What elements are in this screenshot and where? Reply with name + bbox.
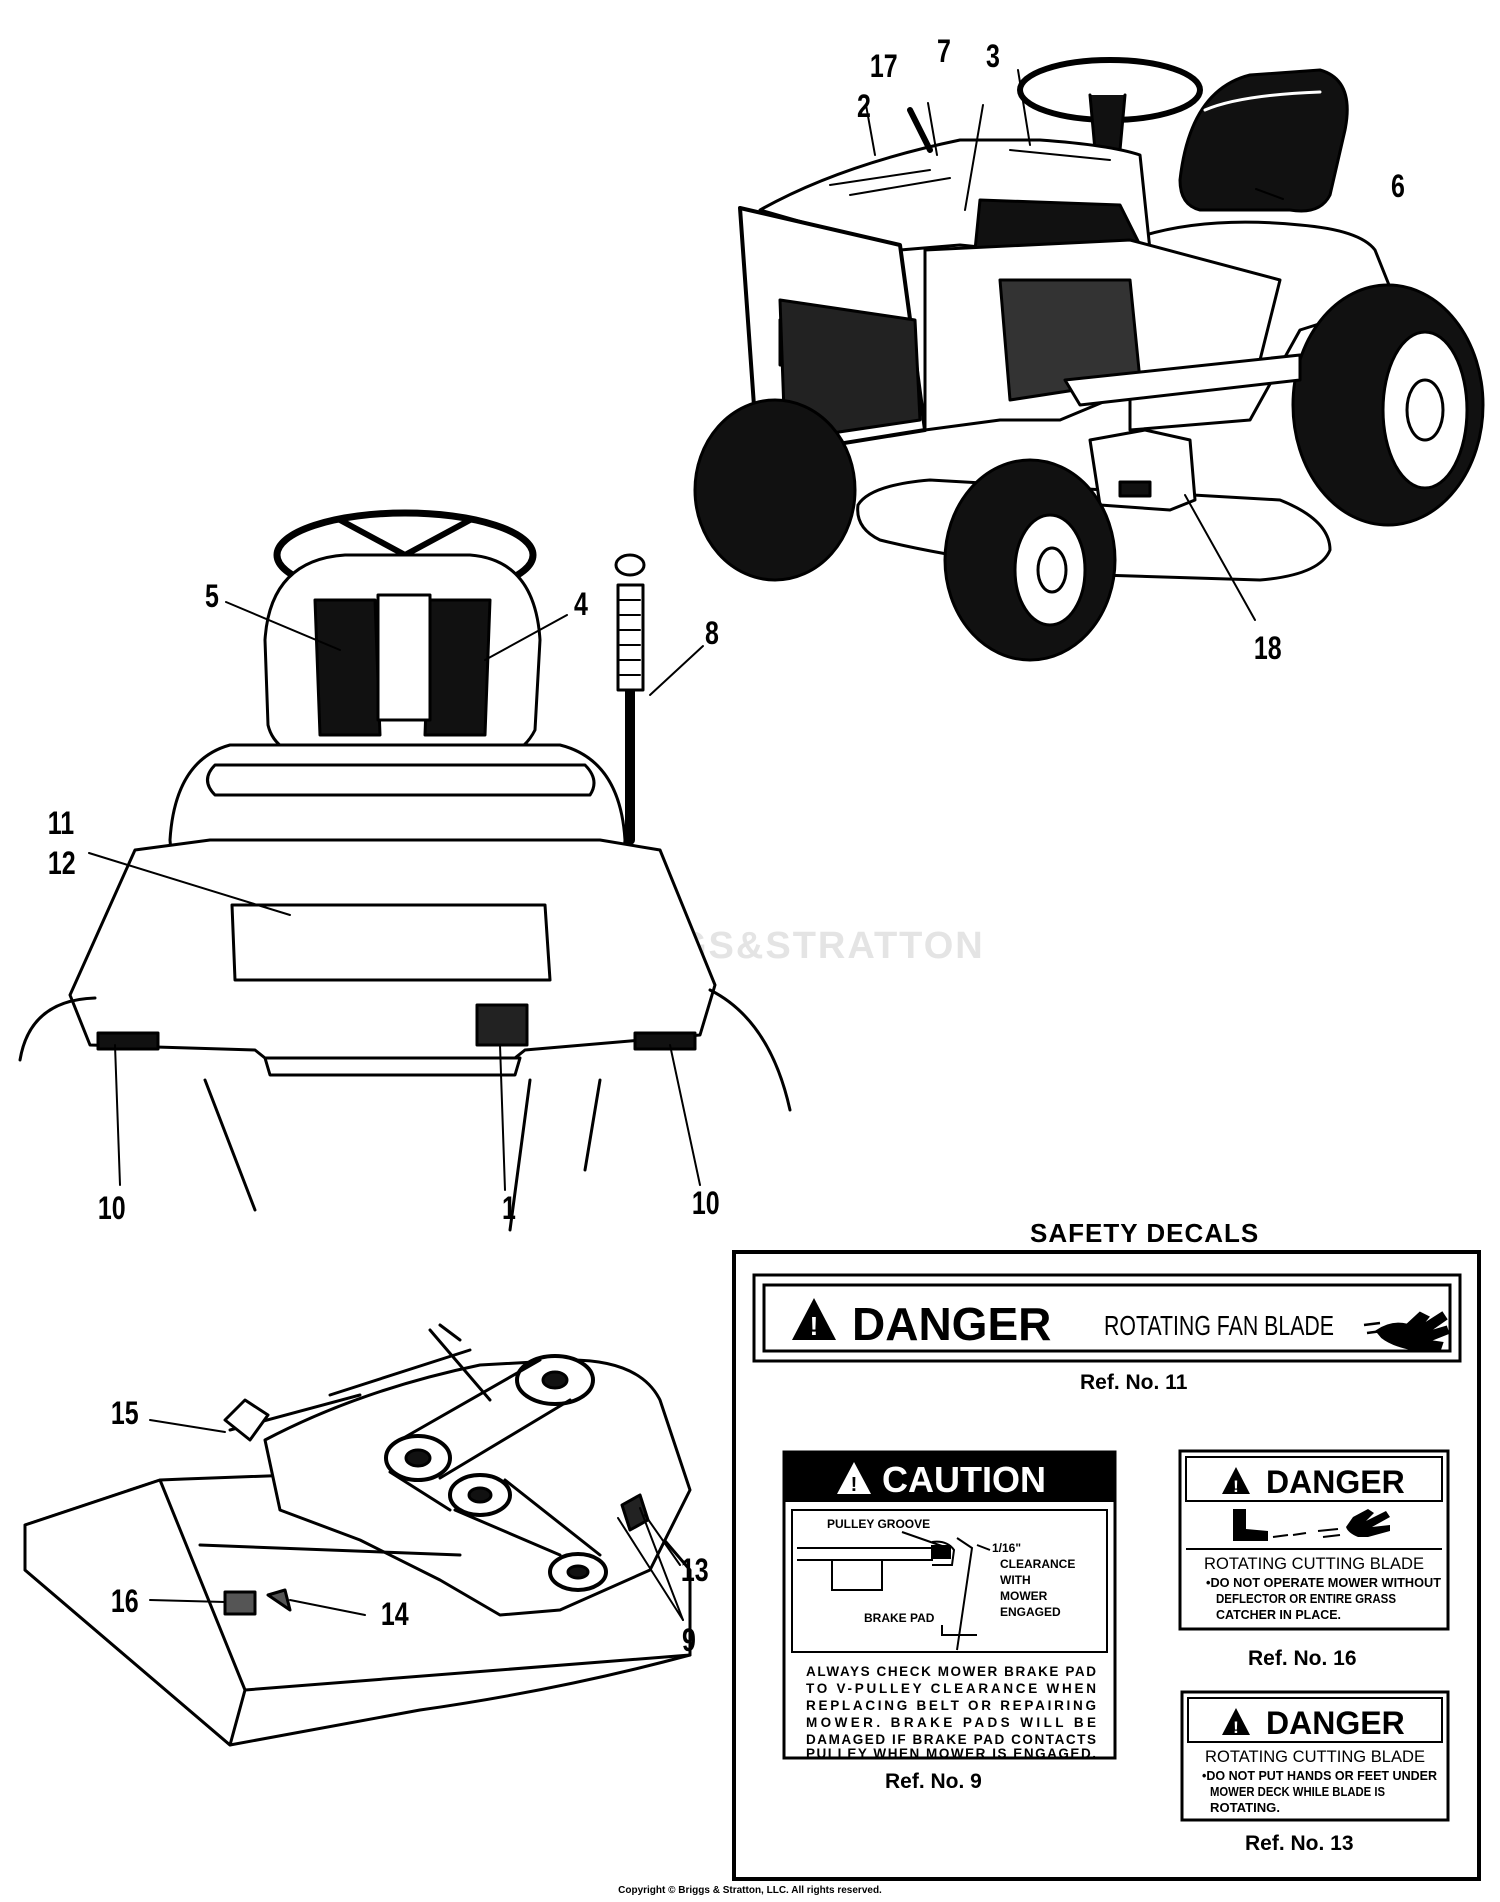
decal-9-label-clearance-5: ENGAGED (1000, 1605, 1061, 1619)
decal-9-label-groove: PULLEY GROOVE (827, 1517, 930, 1531)
callout-15: 15 (110, 1395, 139, 1431)
decal-9-signal-word: CAUTION (882, 1459, 1046, 1500)
copyright-notice: Copyright © Briggs & Stratton, LLC. All … (618, 1885, 882, 1896)
decal-9-text-6: PULLEY WHEN MOWER IS ENGAGED. (806, 1746, 1096, 1760)
decal-9-label-clearance-1: 1/16" (992, 1541, 1021, 1555)
callout-12: 12 (47, 845, 76, 881)
decal-9-label-pad: BRAKE PAD (864, 1611, 935, 1625)
decal-13-text-1: •DO NOT PUT HANDS OR FEET UNDER (1202, 1768, 1438, 1783)
decal-9-label-clearance-2: CLEARANCE (1000, 1557, 1075, 1571)
callout-18: 18 (1253, 630, 1282, 666)
warning-triangle-icon: ! (1222, 1708, 1250, 1737)
callout-3: 3 (985, 38, 1000, 74)
callout-11: 11 (47, 805, 75, 841)
svg-text:!: ! (851, 1474, 858, 1496)
decal-9-ref: Ref. No. 9 (885, 1770, 982, 1793)
decal-16-text-1: •DO NOT OPERATE MOWER WITHOUT (1206, 1575, 1441, 1590)
decal-13-ref: Ref. No. 13 (1245, 1832, 1354, 1855)
callout-17: 17 (869, 48, 898, 84)
decal-13-signal-word: DANGER (1266, 1705, 1405, 1741)
decal-13-hazard: ROTATING CUTTING BLADE (1205, 1747, 1425, 1766)
decal-9: ! CAUTION PULLEY GROOVE 1/16" CLEARANCE … (782, 1450, 1117, 1760)
decal-11-hazard: ROTATING FAN BLADE (1104, 1310, 1334, 1341)
warning-triangle-icon: ! (1222, 1467, 1250, 1496)
decal-16-text-3: CATCHER IN PLACE. (1216, 1607, 1341, 1622)
decal-16-hazard: ROTATING CUTTING BLADE (1204, 1554, 1424, 1573)
callout-14: 14 (380, 1596, 409, 1632)
leader-lines (88, 69, 1284, 1621)
decal-9-text-5: DAMAGED IF BRAKE PAD CONTACTS (806, 1732, 1096, 1747)
decal-16-text-2: DEFLECTOR OR ENTIRE GRASS (1216, 1591, 1396, 1606)
decal-9-text-3: REPLACING BELT OR REPAIRING (806, 1698, 1096, 1713)
decal-9-text-2: TO V-PULLEY CLEARANCE WHEN (806, 1681, 1096, 1696)
svg-text:!: ! (1233, 1718, 1239, 1737)
warning-triangle-icon: ! (792, 1298, 836, 1341)
brake-pad-drawing (797, 1531, 991, 1651)
safety-decals-title: SAFETY DECALS (1030, 1218, 1260, 1248)
callout-8: 8 (704, 615, 719, 651)
decal-13-text-2: MOWER DECK WHILE BLADE IS (1210, 1784, 1385, 1799)
callout-10-right: 10 (691, 1185, 720, 1221)
decal-16: ! DANGER ROTATING CUTTING BLADE •DO NOT … (1178, 1449, 1450, 1631)
callout-7: 7 (936, 33, 951, 69)
decal-11-ref: Ref. No. 11 (1080, 1371, 1188, 1394)
decal-16-ref: Ref. No. 16 (1248, 1647, 1357, 1670)
decal-9-text-4: MOWER. BRAKE PADS WILL BE (806, 1715, 1096, 1730)
callout-6: 6 (1390, 168, 1405, 204)
decal-13-text-3: ROTATING. (1210, 1800, 1280, 1815)
callout-9: 9 (681, 1622, 696, 1658)
mower-deck-illustration (23, 1323, 692, 1747)
decal-13: ! DANGER ROTATING CUTTING BLADE •DO NOT … (1180, 1690, 1450, 1822)
svg-text:!: ! (1233, 1477, 1239, 1496)
hand-hazard-icon (1363, 1311, 1450, 1351)
callout-10-left: 10 (97, 1190, 126, 1226)
callout-4: 4 (573, 586, 588, 622)
callout-1: 1 (501, 1190, 516, 1226)
safety-decals-frame (732, 1250, 1481, 1881)
foot-hand-hazard-icon (1233, 1509, 1390, 1541)
decal-9-text-1: ALWAYS CHECK MOWER BRAKE PAD (806, 1664, 1096, 1679)
decal-11-signal-word: DANGER (852, 1298, 1051, 1350)
callout-2: 2 (856, 88, 871, 124)
warning-triangle-icon: ! (837, 1462, 871, 1496)
callout-16: 16 (110, 1583, 139, 1619)
svg-text:!: ! (810, 1311, 819, 1341)
callout-5: 5 (204, 578, 219, 614)
decal-9-label-clearance-3: WITH (1000, 1573, 1031, 1587)
decal-16-signal-word: DANGER (1266, 1464, 1405, 1500)
decal-9-label-clearance-4: MOWER (1000, 1589, 1048, 1603)
rear-view-illustration (18, 509, 792, 1232)
callout-13: 13 (680, 1552, 709, 1588)
decal-11: ! DANGER ROTATING FAN BLADE (752, 1273, 1462, 1363)
tractor-illustration (693, 57, 1485, 662)
